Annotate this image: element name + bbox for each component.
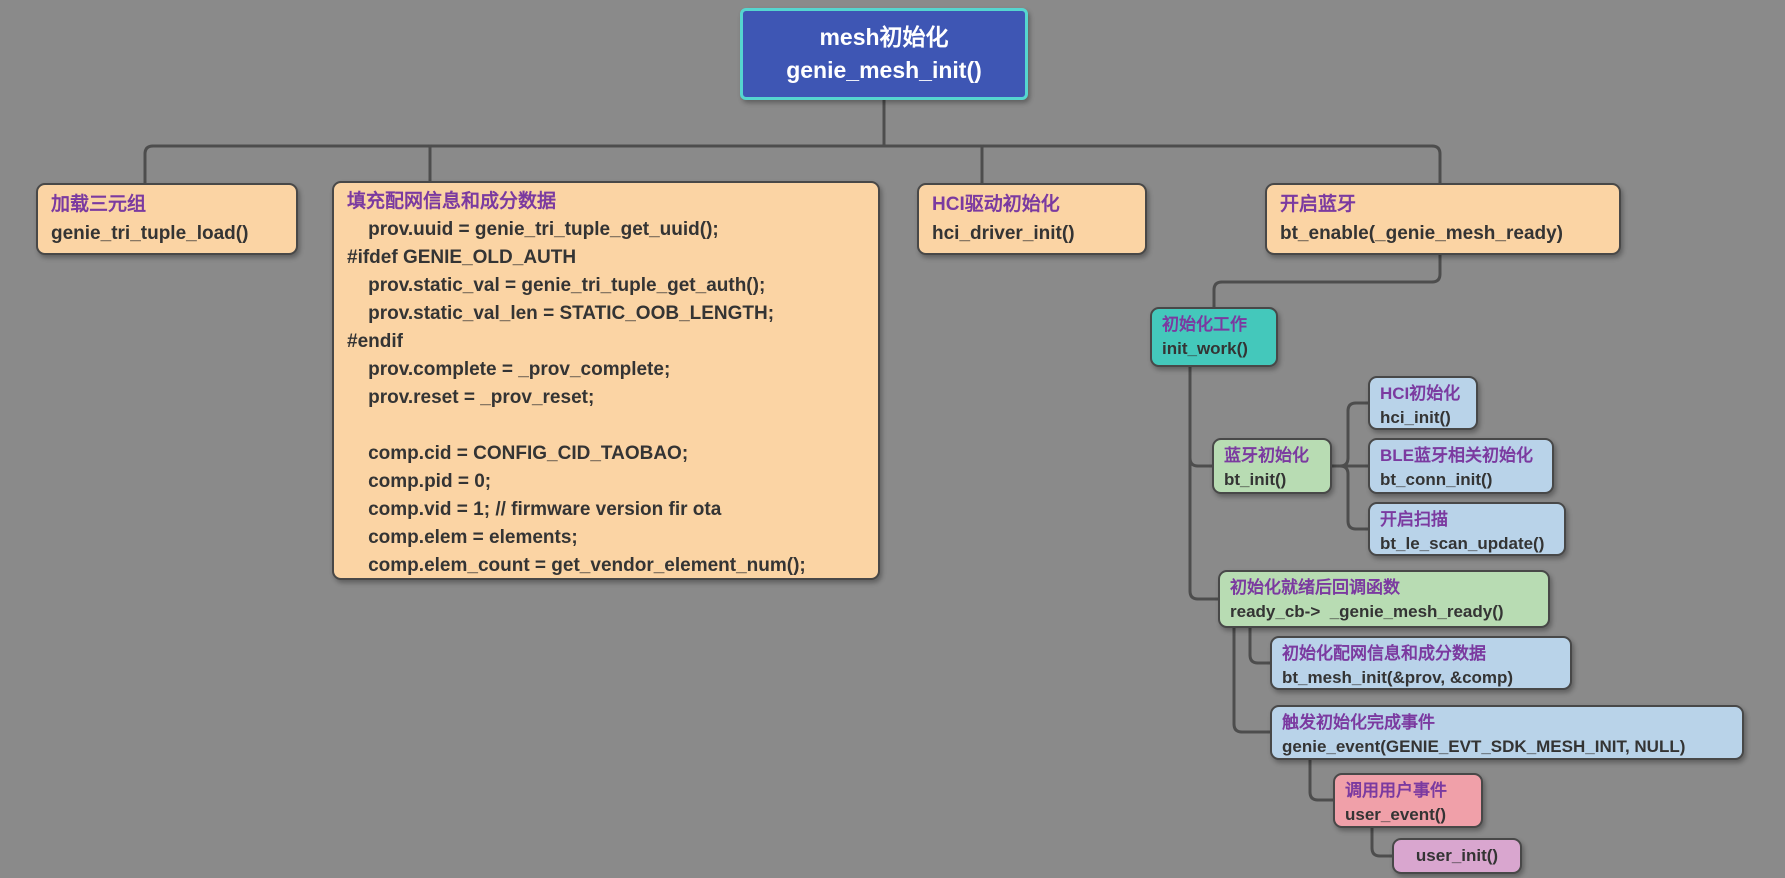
node-scan[interactable]: 开启扫描 bt_le_scan_update() <box>1368 502 1566 556</box>
node-title: 触发初始化完成事件 <box>1282 713 1435 732</box>
node-code: bt_mesh_init(&prov, &comp) <box>1282 668 1514 687</box>
node-code: bt_le_scan_update() <box>1380 534 1545 553</box>
node-code: genie_tri_tuple_load() <box>51 223 249 244</box>
node-ready-cb[interactable]: 初始化就绪后回调函数 ready_cb-> _genie_mesh_ready(… <box>1218 570 1550 628</box>
node-root-code: genie_mesh_init() <box>786 57 982 83</box>
node-code: bt_enable(_genie_mesh_ready) <box>1280 223 1564 244</box>
node-title: BLE蓝牙相关初始化 <box>1380 446 1533 465</box>
node-title: 开启扫描 <box>1380 510 1448 529</box>
node-code: init_work() <box>1162 339 1248 358</box>
node-title: 开启蓝牙 <box>1280 194 1357 215</box>
node-bt-init[interactable]: 蓝牙初始化 bt_init() <box>1212 438 1332 494</box>
node-title: 填充配网信息和成分数据 <box>347 191 557 212</box>
node-user-event[interactable]: 调用用户事件 user_event() <box>1333 773 1483 828</box>
node-root[interactable]: mesh初始化 genie_mesh_init() <box>740 8 1028 100</box>
node-code: bt_init() <box>1224 470 1287 489</box>
node-init-work[interactable]: 初始化工作 init_work() <box>1150 307 1278 367</box>
node-title: 初始化工作 <box>1162 315 1247 334</box>
node-title: 初始化就绪后回调函数 <box>1230 578 1400 597</box>
node-code: user_init() <box>1415 846 1499 865</box>
node-bt-conn-init[interactable]: BLE蓝牙相关初始化 bt_conn_init() <box>1368 438 1554 494</box>
node-code: hci_driver_init() <box>932 223 1075 244</box>
node-load-triple[interactable]: 加载三元组 genie_tri_tuple_load() <box>36 183 298 255</box>
node-root-title: mesh初始化 <box>819 24 949 50</box>
node-code: user_event() <box>1345 805 1447 824</box>
node-fill-prov[interactable]: 填充配网信息和成分数据 prov.uuid = genie_tri_tuple_… <box>332 181 880 580</box>
node-title: HCI驱动初始化 <box>932 194 1060 215</box>
node-code: hci_init() <box>1380 408 1451 427</box>
node-code: genie_event(GENIE_EVT_SDK_MESH_INIT, NUL… <box>1282 737 1686 756</box>
node-hci-init[interactable]: HCI初始化 hci_init() <box>1368 376 1478 430</box>
node-code: ready_cb-> _genie_mesh_ready() <box>1230 602 1504 621</box>
node-bt-enable[interactable]: 开启蓝牙 bt_enable(_genie_mesh_ready) <box>1265 183 1621 255</box>
node-code: bt_conn_init() <box>1380 470 1493 489</box>
node-user-init[interactable]: user_init() <box>1392 838 1522 874</box>
node-hci-driver[interactable]: HCI驱动初始化 hci_driver_init() <box>917 183 1147 255</box>
node-title: 调用用户事件 <box>1345 781 1447 800</box>
node-code-block: prov.uuid = genie_tri_tuple_get_uuid(); … <box>347 219 806 576</box>
node-mesh-init[interactable]: 初始化配网信息和成分数据 bt_mesh_init(&prov, &comp) <box>1270 636 1572 690</box>
node-title: HCI初始化 <box>1380 384 1461 403</box>
node-title: 初始化配网信息和成分数据 <box>1282 644 1486 663</box>
node-genie-event[interactable]: 触发初始化完成事件 genie_event(GENIE_EVT_SDK_MESH… <box>1270 705 1744 760</box>
node-title: 加载三元组 <box>51 194 147 215</box>
node-title: 蓝牙初始化 <box>1224 446 1309 465</box>
